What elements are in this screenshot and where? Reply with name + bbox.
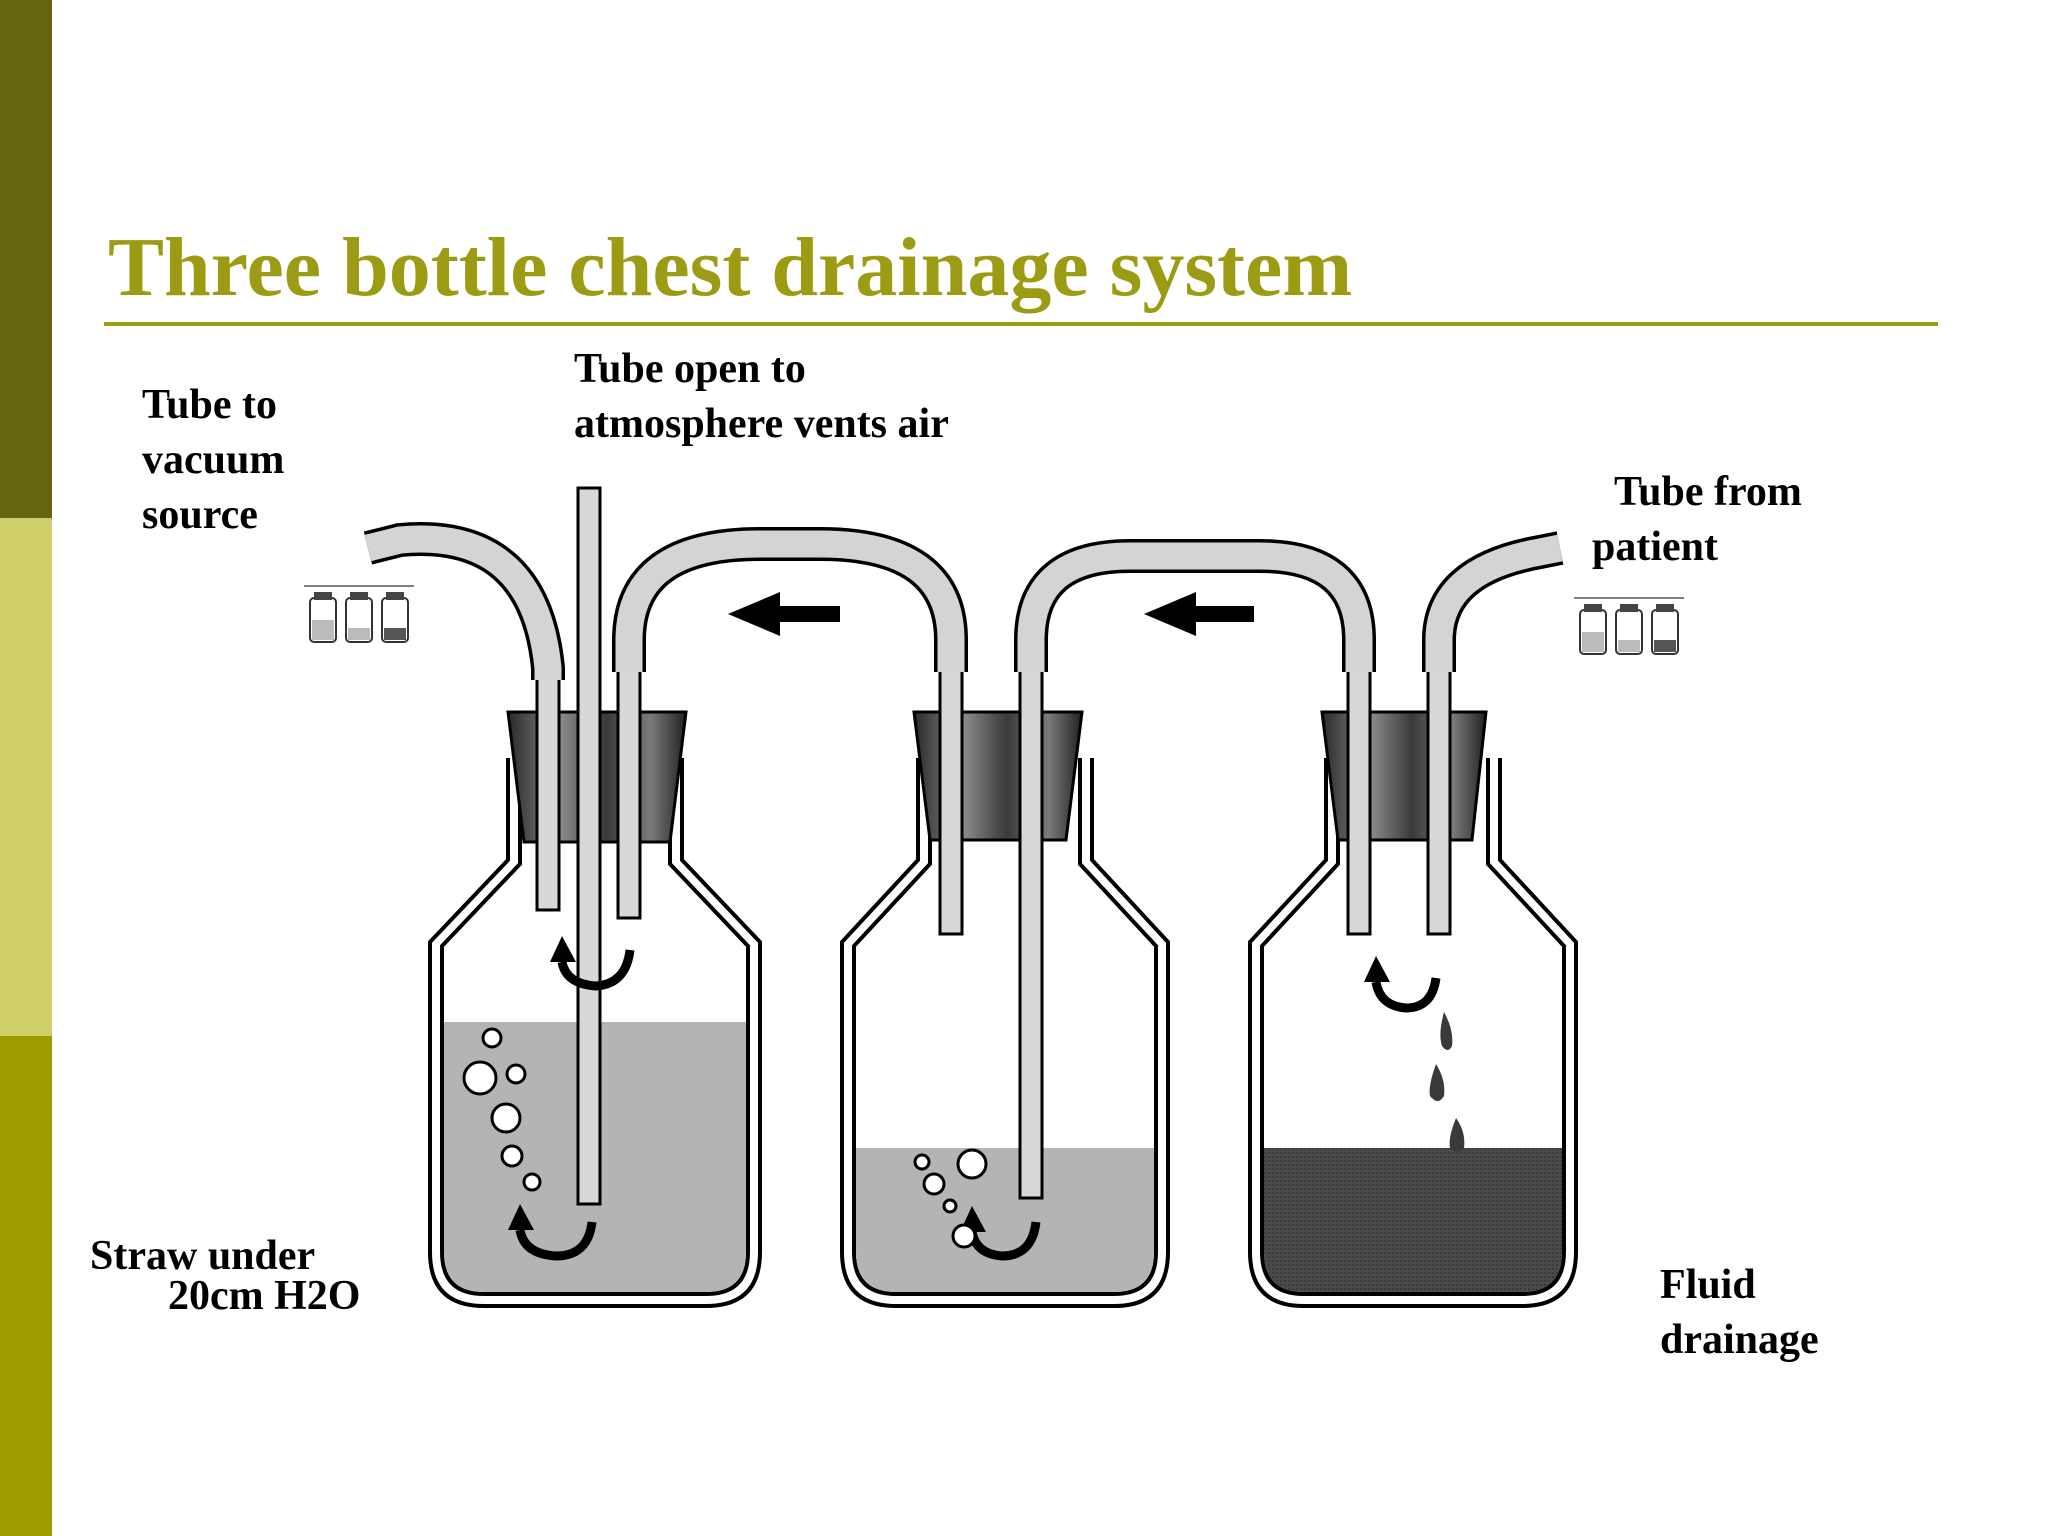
tube-outlet-bottle2: [938, 666, 964, 936]
curved-arrow-icon-head: [550, 936, 576, 962]
slide-title: Three bottle chest drainage system: [108, 221, 1353, 314]
curved-arrow-icon: [557, 949, 635, 991]
curved-arrow-icon: [967, 1221, 1041, 1261]
curved-arrow-icon-head: [1364, 956, 1390, 982]
curved-arrow-icon: [515, 1221, 597, 1261]
hose-vacuum: [364, 525, 562, 680]
slide-sidebar: [0, 0, 52, 1536]
three-bottle-thumbnail-icon: [298, 572, 420, 652]
tube-inlet-bottle3: [1426, 666, 1452, 936]
label-vacuum-source: Tube to vacuum source: [142, 378, 284, 543]
label-atmosphere-vent: Tube open to atmosphere vents air: [574, 342, 949, 452]
label-line: vacuum: [142, 437, 285, 483]
label-line: patient: [1592, 524, 1718, 570]
label-line: atmosphere vents air: [574, 401, 949, 447]
straw-water-seal-bottle2: [1018, 666, 1044, 1200]
label-line: source: [142, 492, 258, 538]
sidebar-band-middle: [0, 518, 52, 1036]
label-line: 20cm H2O: [168, 1273, 361, 1319]
fluid-drainage-bottle3: [1264, 1148, 1562, 1292]
label-line: Tube from: [1614, 469, 1802, 515]
tube-vacuum-bottle1: [535, 666, 561, 912]
left-arrow-icon: [1144, 592, 1254, 636]
sidebar-band-top: [0, 0, 52, 518]
tube-outlet-bottle3: [1346, 666, 1372, 936]
label-line: Tube open to: [574, 346, 806, 392]
straw-atmosphere-bottle1: [576, 486, 602, 1206]
label-line: drainage: [1660, 1317, 1819, 1363]
label-tube-from-patient: Tube from patient: [1592, 465, 1802, 575]
sidebar-band-bottom: [0, 1036, 52, 1536]
label-line: Fluid: [1660, 1262, 1756, 1308]
label-line: Tube to: [142, 382, 278, 428]
three-bottle-thumbnail-icon: [1568, 584, 1690, 664]
drop-icon: [1429, 1012, 1465, 1152]
left-arrow-icon: [728, 592, 840, 636]
label-straw-under-water: Straw under 20cm H2O: [90, 1233, 361, 1319]
connecting-hoses: [612, 527, 1564, 672]
label-fluid-drainage: Fluid drainage: [1660, 1258, 1819, 1368]
tube-inlet-bottle1: [616, 666, 642, 920]
fluid-level-bottle2: [856, 1148, 1154, 1292]
bubble-icon: [462, 1027, 988, 1249]
bottle-water-seal: [840, 710, 1170, 1308]
label-line: Straw under: [90, 1233, 316, 1279]
curved-arrow-icon-head: [508, 1204, 534, 1230]
title-rule: [104, 322, 1938, 326]
curved-arrow-icon: [1371, 977, 1441, 1013]
